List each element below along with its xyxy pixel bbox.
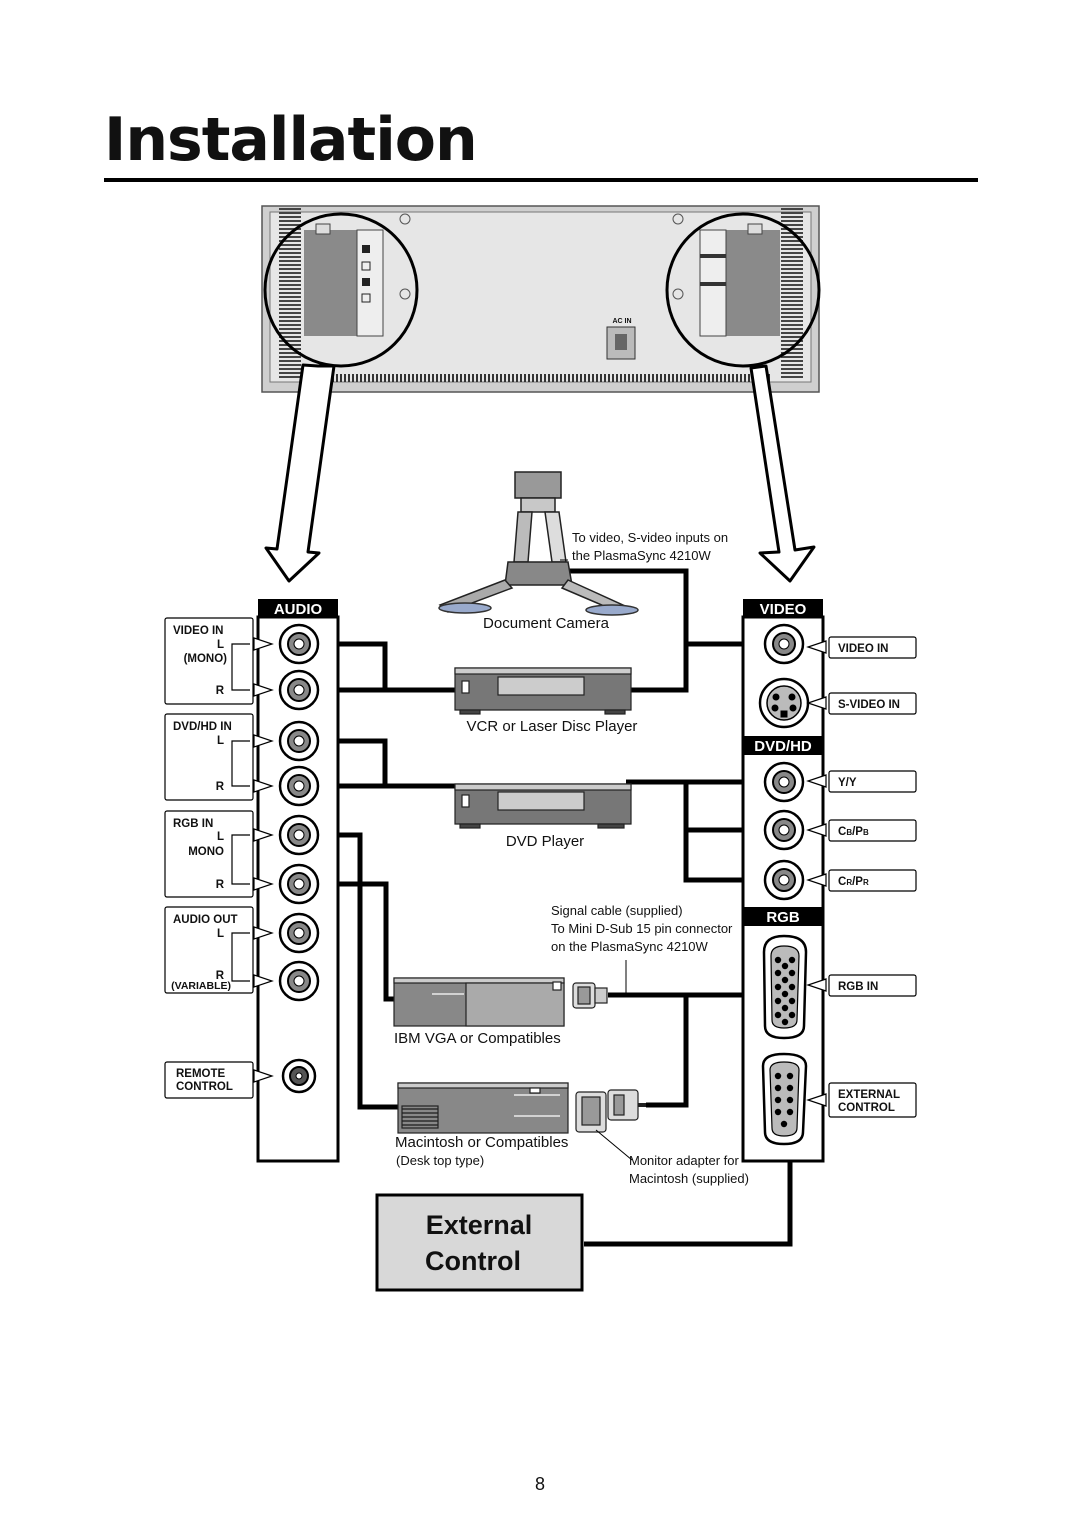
label-mono-paren: (MONO) xyxy=(184,653,228,665)
camera-note-line1: To video, S-video inputs on xyxy=(572,530,728,545)
signal-note-line2: To Mini D-Sub 15 pin connector xyxy=(551,921,733,936)
rca-jack xyxy=(278,669,320,711)
rca-jack xyxy=(763,809,805,851)
dvd-hd-section-header: DVD/HD xyxy=(754,738,812,755)
adapter-note-line1: Monitor adapter for xyxy=(629,1153,740,1168)
label-y: Y/Y xyxy=(838,777,857,789)
label-dvd-hd-in: DVD/HD IN xyxy=(173,721,232,733)
label-remote: REMOTE xyxy=(176,1068,226,1080)
label-control-right: CONTROL xyxy=(838,1102,895,1114)
camera-note-line2: the PlasmaSync 4210W xyxy=(572,548,711,563)
caption-vcr: VCR or Laser Disc Player xyxy=(467,718,638,735)
rca-jack xyxy=(278,720,320,762)
caption-mac-sub: (Desk top type) xyxy=(396,1153,484,1168)
label-l: L xyxy=(217,639,224,651)
vga-plug xyxy=(572,982,608,1009)
rca-jack xyxy=(278,912,320,954)
caption-dvd: DVD Player xyxy=(506,833,584,850)
external-control-line2: Control xyxy=(425,1246,521,1276)
dvd-illustration xyxy=(454,783,632,829)
page-number: 8 xyxy=(534,1474,545,1494)
adapter-note-line2: Macintosh (supplied) xyxy=(629,1171,749,1186)
device-captions: To video, S-video inputs on the PlasmaSy… xyxy=(394,530,749,1186)
label-rgb-in: RGB IN xyxy=(173,818,213,830)
right-label-boxes xyxy=(806,636,917,1118)
label-mono: MONO xyxy=(188,846,224,858)
left-label-boxes xyxy=(164,617,254,1099)
label-external: EXTERNAL xyxy=(838,1089,900,1101)
label-r: R xyxy=(216,970,225,982)
rca-jack xyxy=(763,761,805,803)
label-variable: (VARIABLE) xyxy=(171,980,231,992)
rca-jack xyxy=(278,960,320,1002)
label-l: L xyxy=(217,831,224,843)
external-control-box: External Control xyxy=(375,1193,584,1292)
callout-arrow-left xyxy=(264,363,336,583)
leader-lines xyxy=(595,960,633,1161)
mac-adapter xyxy=(575,1089,646,1133)
document-camera-illustration xyxy=(438,471,639,616)
left-labels: VIDEO IN L (MONO) R DVD/HD IN L R RGB IN… xyxy=(171,625,237,1093)
macintosh-illustration xyxy=(397,1082,569,1134)
caption-mac: Macintosh or Compatibles xyxy=(395,1134,568,1151)
ibm-pc-illustration xyxy=(393,977,565,1027)
label-video-in-right: VIDEO IN xyxy=(838,643,888,655)
label-s-video-in: S-VIDEO IN xyxy=(838,699,900,711)
title-rule xyxy=(104,178,978,182)
s-video-jack xyxy=(758,677,810,729)
display-rear-panel: AC IN xyxy=(261,205,821,393)
right-labels: VIDEO IN S-VIDEO IN Y/Y CB/PB CR/PR RGB … xyxy=(838,643,900,1114)
page-title: Installation xyxy=(104,105,478,175)
dsub-15-connector xyxy=(762,934,808,1040)
rca-jack xyxy=(278,863,320,905)
video-jacks xyxy=(758,623,810,1146)
rca-jack xyxy=(278,765,320,807)
external-control-connector xyxy=(761,1052,808,1146)
external-control-line1: External xyxy=(426,1210,533,1240)
video-section-header: VIDEO xyxy=(760,601,807,618)
vcr-illustration xyxy=(454,667,632,715)
caption-document-camera: Document Camera xyxy=(483,615,610,632)
label-video-in: VIDEO IN xyxy=(173,625,223,637)
rca-jack xyxy=(278,623,320,665)
label-control: CONTROL xyxy=(176,1081,233,1093)
label-r: R xyxy=(216,879,225,891)
audio-jacks xyxy=(278,623,320,1094)
label-l: L xyxy=(217,735,224,747)
label-r: R xyxy=(216,781,225,793)
label-cr-pr: CR/PR xyxy=(838,876,869,888)
label-rgb-in-right: RGB IN xyxy=(838,981,878,993)
remote-jack xyxy=(281,1058,317,1094)
rca-jack xyxy=(763,859,805,901)
rca-jack xyxy=(763,623,805,665)
label-audio-out: AUDIO OUT xyxy=(173,914,238,926)
left-pointer-arrows xyxy=(253,637,274,1083)
rca-jack xyxy=(278,814,320,856)
label-l: L xyxy=(217,928,224,940)
rgb-section-header: RGB xyxy=(766,909,800,926)
label-r: R xyxy=(216,685,225,697)
callout-arrow-right xyxy=(749,364,816,583)
ac-in-label: AC IN xyxy=(612,318,631,325)
caption-ibm: IBM VGA or Compatibles xyxy=(394,1030,561,1047)
signal-note-line3: on the PlasmaSync 4210W xyxy=(551,939,709,954)
audio-section-header: AUDIO xyxy=(274,601,323,618)
label-cb-pb: CB/PB xyxy=(838,826,869,838)
signal-note-line1: Signal cable (supplied) xyxy=(551,903,683,918)
